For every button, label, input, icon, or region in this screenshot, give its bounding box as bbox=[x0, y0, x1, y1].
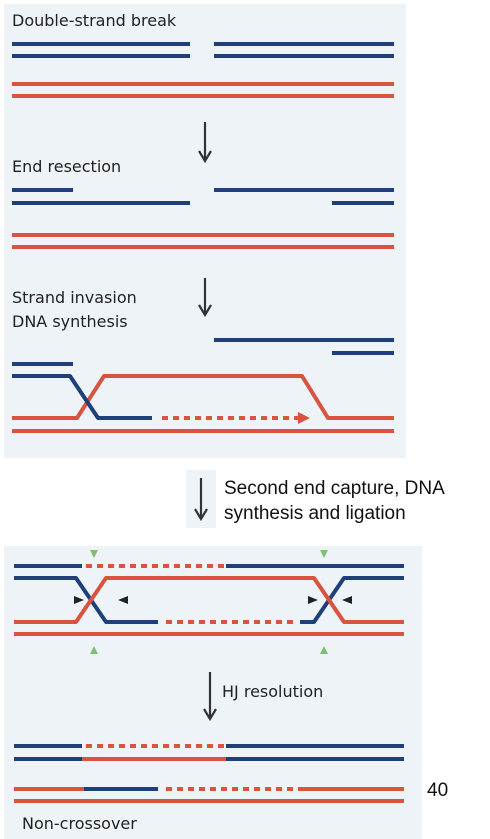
down-arrow-icon bbox=[203, 672, 217, 722]
step4-label-line1: Second end capture, DNA bbox=[224, 478, 445, 499]
hj-cut-arrow-icon bbox=[90, 550, 328, 654]
dhj-red-top-bubble bbox=[14, 576, 404, 624]
down-arrow-icon bbox=[198, 122, 212, 164]
down-arrow-icon bbox=[194, 478, 208, 522]
step1-strands bbox=[12, 42, 394, 98]
page-number: 40 bbox=[427, 780, 448, 801]
step2-strands bbox=[12, 188, 394, 249]
bottom-panel-bg bbox=[4, 546, 422, 839]
step3-strands bbox=[12, 338, 394, 433]
down-arrow-icon bbox=[198, 278, 212, 318]
hj-cut-arrow-icon bbox=[74, 596, 352, 604]
step6-label: Non-crossover bbox=[22, 814, 137, 833]
step1-label: Double-strand break bbox=[12, 11, 177, 30]
step3-red-top-bubble bbox=[12, 374, 394, 420]
step3-blue-invading bbox=[12, 374, 152, 420]
step4-label-line2: synthesis and ligation bbox=[224, 503, 406, 524]
step3-label-line1: Strand invasion bbox=[12, 288, 137, 307]
step2-label: End resection bbox=[12, 157, 121, 176]
step3-label-line2: DNA synthesis bbox=[12, 312, 128, 331]
noncrossover-strands bbox=[14, 744, 404, 803]
step3-synthesis-arrowhead bbox=[298, 412, 310, 424]
step5-label: HJ resolution bbox=[222, 682, 323, 701]
top-panel-bg bbox=[4, 4, 406, 458]
dhj-strands bbox=[14, 564, 404, 636]
